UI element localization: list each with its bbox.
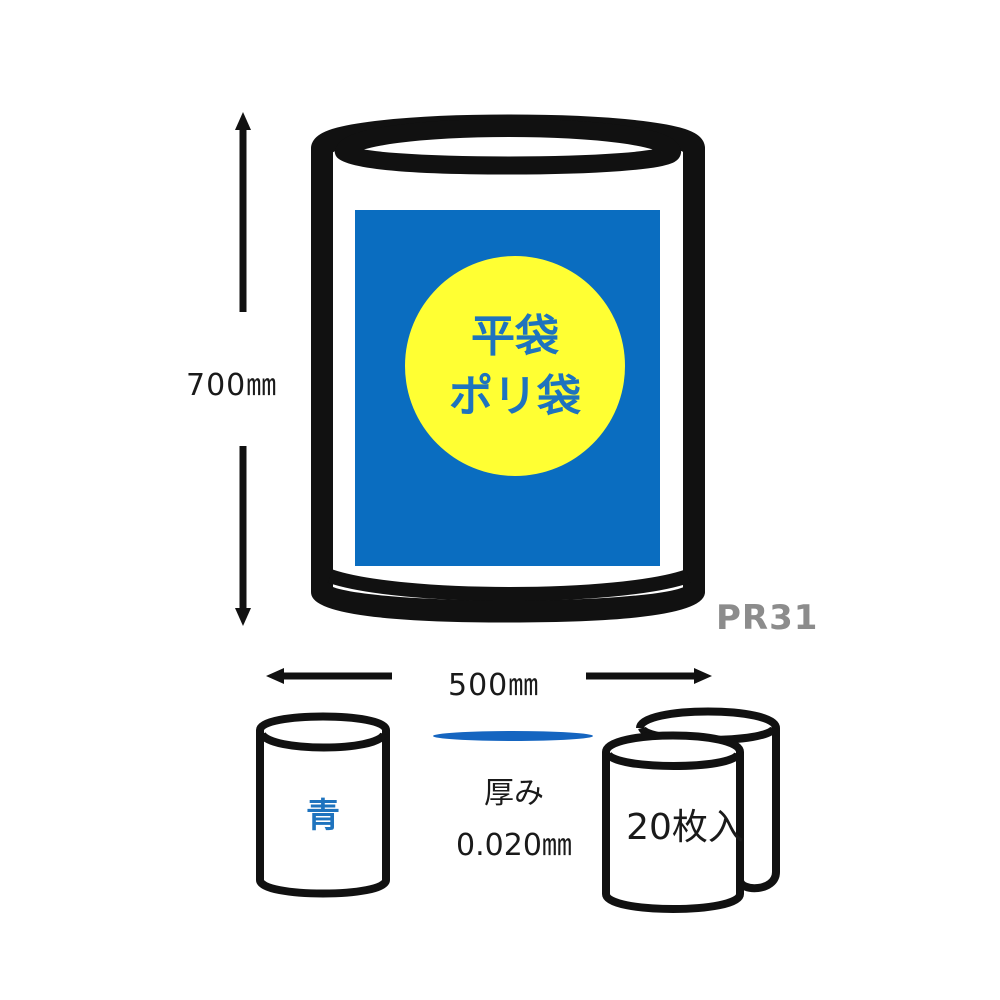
- badge-line-1: 平袋: [471, 311, 559, 362]
- color-roll: [256, 712, 390, 898]
- width-label: 500㎜: [448, 668, 540, 703]
- color-label: 青: [306, 796, 340, 836]
- thickness-bar: [433, 731, 593, 741]
- height-label: 700㎜: [186, 368, 278, 403]
- thickness-label: 厚み: [484, 776, 544, 811]
- count-roll-front: [602, 731, 744, 913]
- height-arrow: [235, 112, 251, 626]
- badge-circle: [405, 256, 625, 476]
- count-label: 20枚入: [626, 807, 744, 848]
- bag-opening: [334, 119, 682, 175]
- width-arrow: [266, 668, 712, 684]
- bag-bottom-edge: [327, 569, 691, 601]
- product-code: PR31: [716, 598, 819, 638]
- thickness-value: 0.020㎜: [456, 828, 572, 863]
- badge-line-2: ポリ袋: [449, 371, 581, 422]
